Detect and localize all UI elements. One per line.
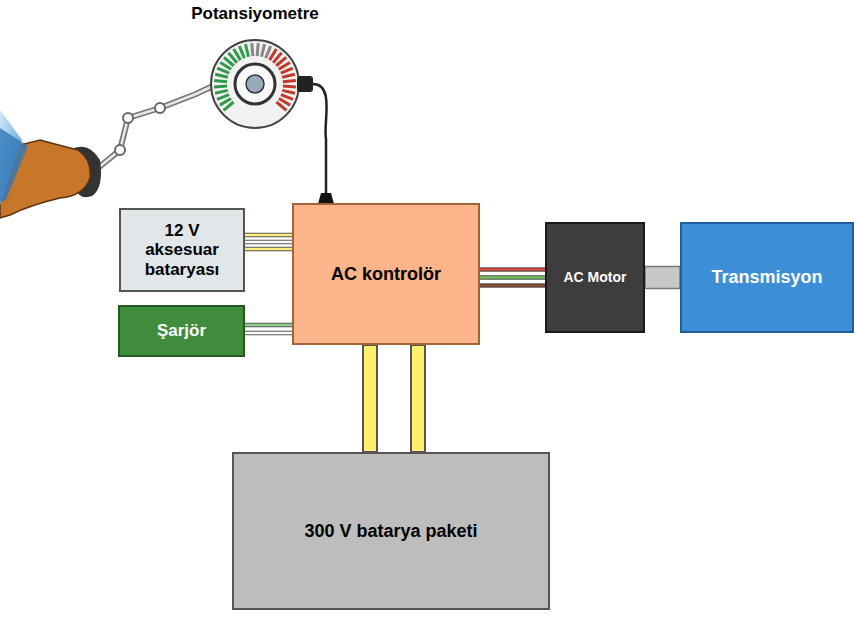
transmission-box: Transmisyon	[680, 222, 854, 333]
connector	[363, 345, 425, 452]
charger-box: Şarjör	[118, 305, 245, 357]
accessory-battery-box: 12 V aksesuar bataryası	[119, 208, 245, 292]
controller-box: AC kontrolör	[292, 203, 480, 345]
connector	[313, 84, 334, 204]
node-label: AC kontrolör	[331, 264, 441, 285]
linkage-arm	[98, 85, 215, 168]
node-label: AC Motor	[564, 269, 627, 285]
node-label: Şarjör	[157, 321, 206, 341]
connector	[245, 325, 292, 333]
linkage-highlight	[98, 85, 215, 168]
battery-pack-box: 300 V batarya paketi	[232, 452, 550, 610]
connector	[645, 267, 680, 289]
node-label: 300 V batarya paketi	[304, 521, 477, 542]
linkage-joint	[115, 145, 125, 155]
connector	[245, 235, 292, 249]
motor-box: AC Motor	[545, 222, 645, 333]
connector	[480, 270, 545, 286]
linkage-joint	[155, 103, 165, 113]
node-label: 12 V aksesuar bataryası	[129, 221, 235, 280]
shoe-upper-shade	[0, 128, 28, 202]
potentiometer-dial	[190, 4, 320, 132]
node-label: Transmisyon	[711, 267, 822, 288]
potentiometer: Potansiyometre	[190, 4, 320, 132]
linkage-joint	[123, 113, 133, 123]
node-label: Potansiyometre	[191, 4, 319, 24]
